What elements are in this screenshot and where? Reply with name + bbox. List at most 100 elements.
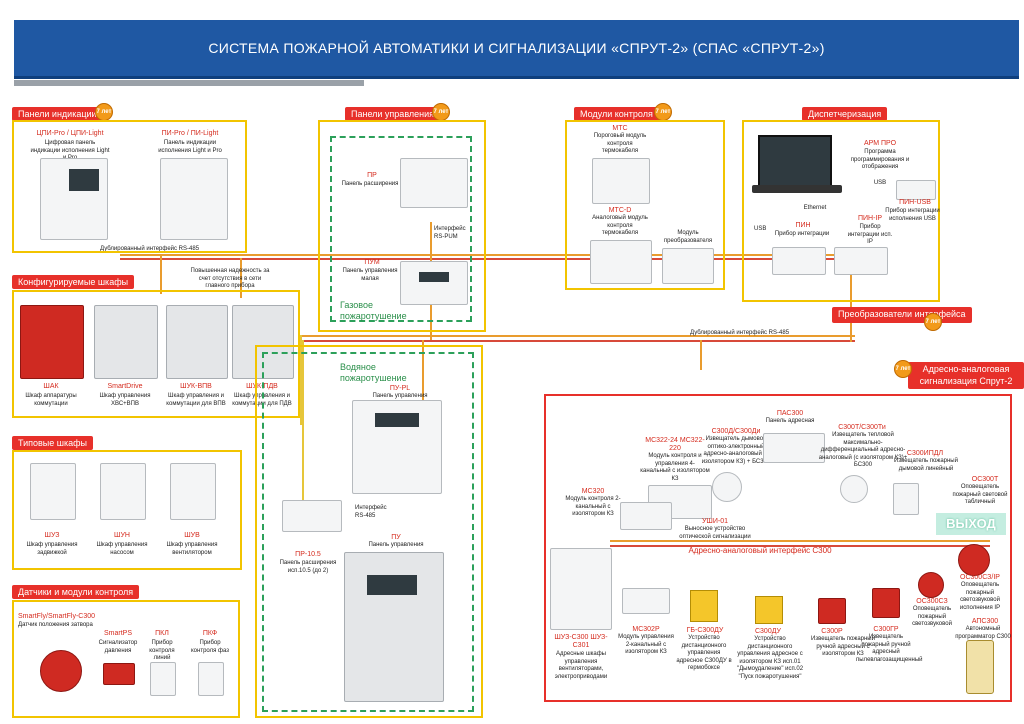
pas-device bbox=[763, 433, 825, 463]
gas-label: Газовое пожаротушение bbox=[340, 300, 407, 321]
s300ipdl-desc: Извещатель пожарный дымовой линейный bbox=[894, 458, 958, 472]
mc320-device bbox=[620, 502, 672, 530]
pr105-name: ПР-10.5 bbox=[295, 551, 321, 558]
os300z-name: ОС300СЗ bbox=[916, 598, 948, 605]
cabinet-name: SmartDrive bbox=[107, 383, 143, 390]
pinip-name: ПИН-IP bbox=[857, 215, 883, 222]
section-label-dispatch: Диспетчеризация bbox=[802, 107, 888, 121]
os300szip-name: ОС300СЗ/IP bbox=[960, 574, 1000, 581]
laptop-device bbox=[758, 135, 832, 187]
cabinet-shak bbox=[20, 305, 84, 379]
section-label-indication: Панели индикации bbox=[12, 107, 103, 121]
typical-name: ШУЗ bbox=[44, 532, 60, 539]
aps-device bbox=[966, 640, 994, 694]
os300z-desc: Оповещатель пожарный светозвуковой bbox=[912, 606, 952, 627]
wire-rs485 bbox=[850, 254, 852, 342]
mtc-device bbox=[592, 158, 650, 204]
laptop-base bbox=[752, 185, 842, 193]
s300ipdl-device bbox=[893, 483, 919, 515]
wire-label: Интерфейс RS-PUM bbox=[434, 226, 466, 240]
pi-name: ПИ-Pro / ПИ-Light bbox=[161, 130, 219, 137]
pupl-device bbox=[352, 400, 442, 494]
page-title: СИСТЕМА ПОЖАРНОЙ АВТОМАТИКИ И СИГНАЛИЗАЦ… bbox=[208, 40, 825, 56]
usb-label: USB bbox=[873, 180, 887, 186]
pin-desc: Прибор интеграции bbox=[774, 231, 830, 237]
s300t-name: С300Т/С300Ти bbox=[838, 424, 886, 431]
cabinet-shuk-vpv bbox=[166, 305, 228, 379]
section-label-control-panels: Панели управления bbox=[345, 107, 441, 121]
cabinet-shuv bbox=[170, 463, 216, 520]
gs300-device bbox=[690, 590, 718, 622]
pkf-device bbox=[198, 662, 224, 696]
gas-dash bbox=[330, 136, 472, 322]
pkf-desc: Прибор контроля фаз bbox=[190, 640, 229, 654]
section-label-address: Адресно-аналоговая сигнализация Спрут-2 bbox=[908, 362, 1024, 390]
mc320-name: МС320 bbox=[581, 488, 605, 495]
s300du-name: С300ДУ bbox=[754, 628, 781, 635]
section-label-sensors: Датчики и модули контроля bbox=[12, 585, 140, 599]
s300gr-device bbox=[872, 588, 900, 618]
pi-desc: Панель индикации исполнения Light и Pro bbox=[158, 140, 222, 154]
pinusb-device bbox=[896, 180, 936, 200]
arm-desc: Программа программирования и отображения bbox=[850, 149, 910, 170]
pas-name: ПАС300 bbox=[776, 410, 804, 417]
pinusb-name: ПИН-USB bbox=[899, 199, 931, 206]
s300gr-name: С300ГР bbox=[873, 626, 899, 633]
os300szip-desc: Оповещатель пожарный светозвуковой испол… bbox=[959, 582, 1001, 611]
modules-frame bbox=[565, 120, 725, 290]
pkf-name: ПКФ bbox=[202, 630, 218, 637]
award-badge: 7 лет bbox=[924, 313, 942, 331]
award-badge: 7 лет bbox=[95, 103, 113, 121]
cabinet-shuz bbox=[30, 463, 76, 520]
pinip-desc: Прибор интеграции исп. IP bbox=[847, 224, 893, 245]
wire-label: Повышенная надежность за счет отсутствия… bbox=[190, 268, 270, 289]
smartps-desc: Сигнализатор давления bbox=[98, 640, 138, 654]
pupl-name: ПУ-PL bbox=[389, 385, 411, 392]
typical-desc: Шкаф управления насосом bbox=[96, 542, 148, 556]
pupl-desc: Панель управления bbox=[372, 393, 428, 399]
cabinet-desc: Шкаф аппаратуры коммутации bbox=[25, 393, 77, 407]
s300gr-desc: Извещатель пожарный ручной адресный пыле… bbox=[856, 634, 923, 663]
mtc-desc: Пороговый модуль контроля термокабеля bbox=[593, 133, 647, 154]
pinusb-desc: Прибор интеграции исполнения USB bbox=[885, 208, 940, 222]
mtc-name: МТС bbox=[612, 125, 628, 132]
pinip-device bbox=[834, 247, 888, 275]
section-label-configurable: Конфигурируемые шкафы bbox=[12, 275, 135, 289]
cabinet-name: ШУК-ВПВ bbox=[180, 383, 212, 390]
pu-device bbox=[344, 552, 444, 702]
cpi-device bbox=[40, 158, 108, 240]
banner-strip bbox=[14, 80, 364, 86]
award-badge: 7 лет bbox=[894, 360, 912, 378]
wire-label: Интерфейс RS-485 bbox=[355, 505, 387, 519]
gas-frame bbox=[318, 120, 486, 332]
typical-desc: Шкаф управления вентилятором bbox=[166, 542, 218, 556]
wire-rs485 bbox=[300, 340, 855, 342]
shuz-c300-device bbox=[550, 548, 612, 630]
wire-label: Дублированный интерфейс RS-485 bbox=[690, 330, 790, 336]
cabinet-name: ШАК bbox=[43, 383, 59, 390]
mc302-device bbox=[622, 588, 670, 614]
mc32224-name: МС322-24 МС322-220 bbox=[645, 437, 705, 453]
os300t-name: ОС300Т bbox=[971, 476, 999, 483]
cpi-name: ЦПИ-Pro / ЦПИ-Light bbox=[36, 130, 104, 137]
pr-device bbox=[400, 158, 468, 208]
smartfly-desc: Датчик положения затвора bbox=[18, 622, 93, 628]
aps-name: АПС300 bbox=[971, 618, 999, 625]
pin-device bbox=[772, 247, 826, 275]
pkl-desc: Прибор контроля линий bbox=[149, 640, 175, 661]
ushi-desc: Выносное устройство оптической сигнализа… bbox=[679, 526, 751, 540]
os300z-device bbox=[918, 572, 944, 598]
smartps-name: SmartPS bbox=[103, 630, 132, 637]
typical-desc: Шкаф управления задвижкой bbox=[26, 542, 78, 556]
section-label-typical: Типовые шкафы bbox=[12, 436, 93, 450]
pu-desc: Панель управления bbox=[368, 542, 424, 548]
pr-name: ПР bbox=[367, 172, 377, 179]
typical-name: ШУВ bbox=[184, 532, 200, 539]
wire-c300 bbox=[610, 545, 990, 547]
wire-rs485 bbox=[300, 335, 302, 425]
pin-name: ПИН bbox=[795, 222, 811, 229]
os300szip-device bbox=[958, 544, 990, 576]
typical-frame bbox=[12, 450, 242, 570]
water-label: Водяное пожаротушение bbox=[340, 362, 407, 383]
header-banner: СИСТЕМА ПОЖАРНОЙ АВТОМАТИКИ И СИГНАЛИЗАЦ… bbox=[14, 20, 1019, 79]
